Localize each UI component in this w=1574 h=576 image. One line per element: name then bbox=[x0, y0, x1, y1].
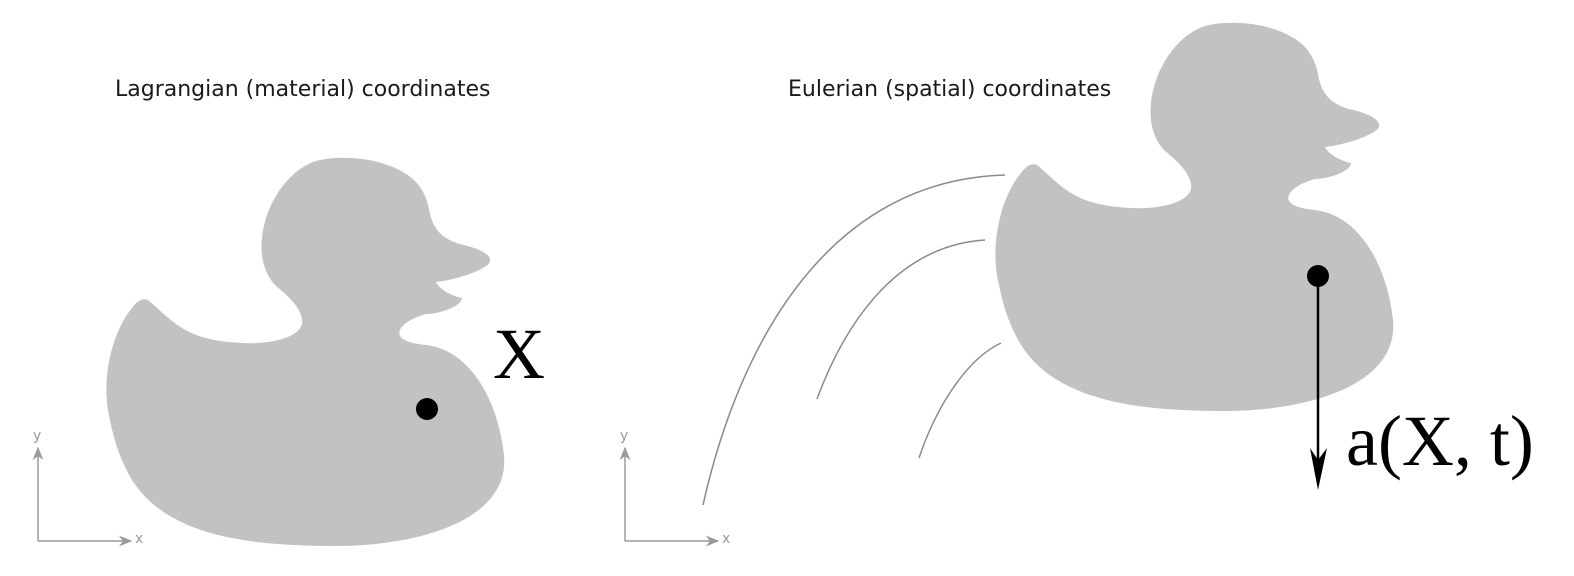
eulerian-panel bbox=[619, 22, 1394, 547]
material-point-label: X bbox=[493, 314, 545, 394]
motion-line bbox=[816, 239, 986, 400]
lagrangian-panel bbox=[32, 157, 505, 547]
motion-line bbox=[918, 342, 1002, 459]
x-axis-label: x bbox=[135, 531, 144, 547]
lagrangian-title: Lagrangian (material) coordinates bbox=[115, 77, 491, 102]
motion-lines-icon bbox=[702, 174, 1006, 506]
motion-line bbox=[702, 174, 1006, 506]
coordinate-axes bbox=[32, 446, 133, 547]
coordinate-axes bbox=[619, 446, 720, 547]
acceleration-label: a(X, t) bbox=[1346, 401, 1534, 481]
acceleration-vector-head bbox=[1310, 448, 1327, 490]
y-axis-label: y bbox=[620, 428, 629, 444]
y-axis-label: y bbox=[33, 428, 42, 444]
material-point-marker bbox=[416, 398, 438, 420]
x-axis-label: x bbox=[722, 531, 731, 547]
rubber-duck-icon bbox=[106, 157, 505, 546]
eulerian-title: Eulerian (spatial) coordinates bbox=[788, 77, 1112, 102]
arrow-down-icon bbox=[1310, 276, 1327, 490]
